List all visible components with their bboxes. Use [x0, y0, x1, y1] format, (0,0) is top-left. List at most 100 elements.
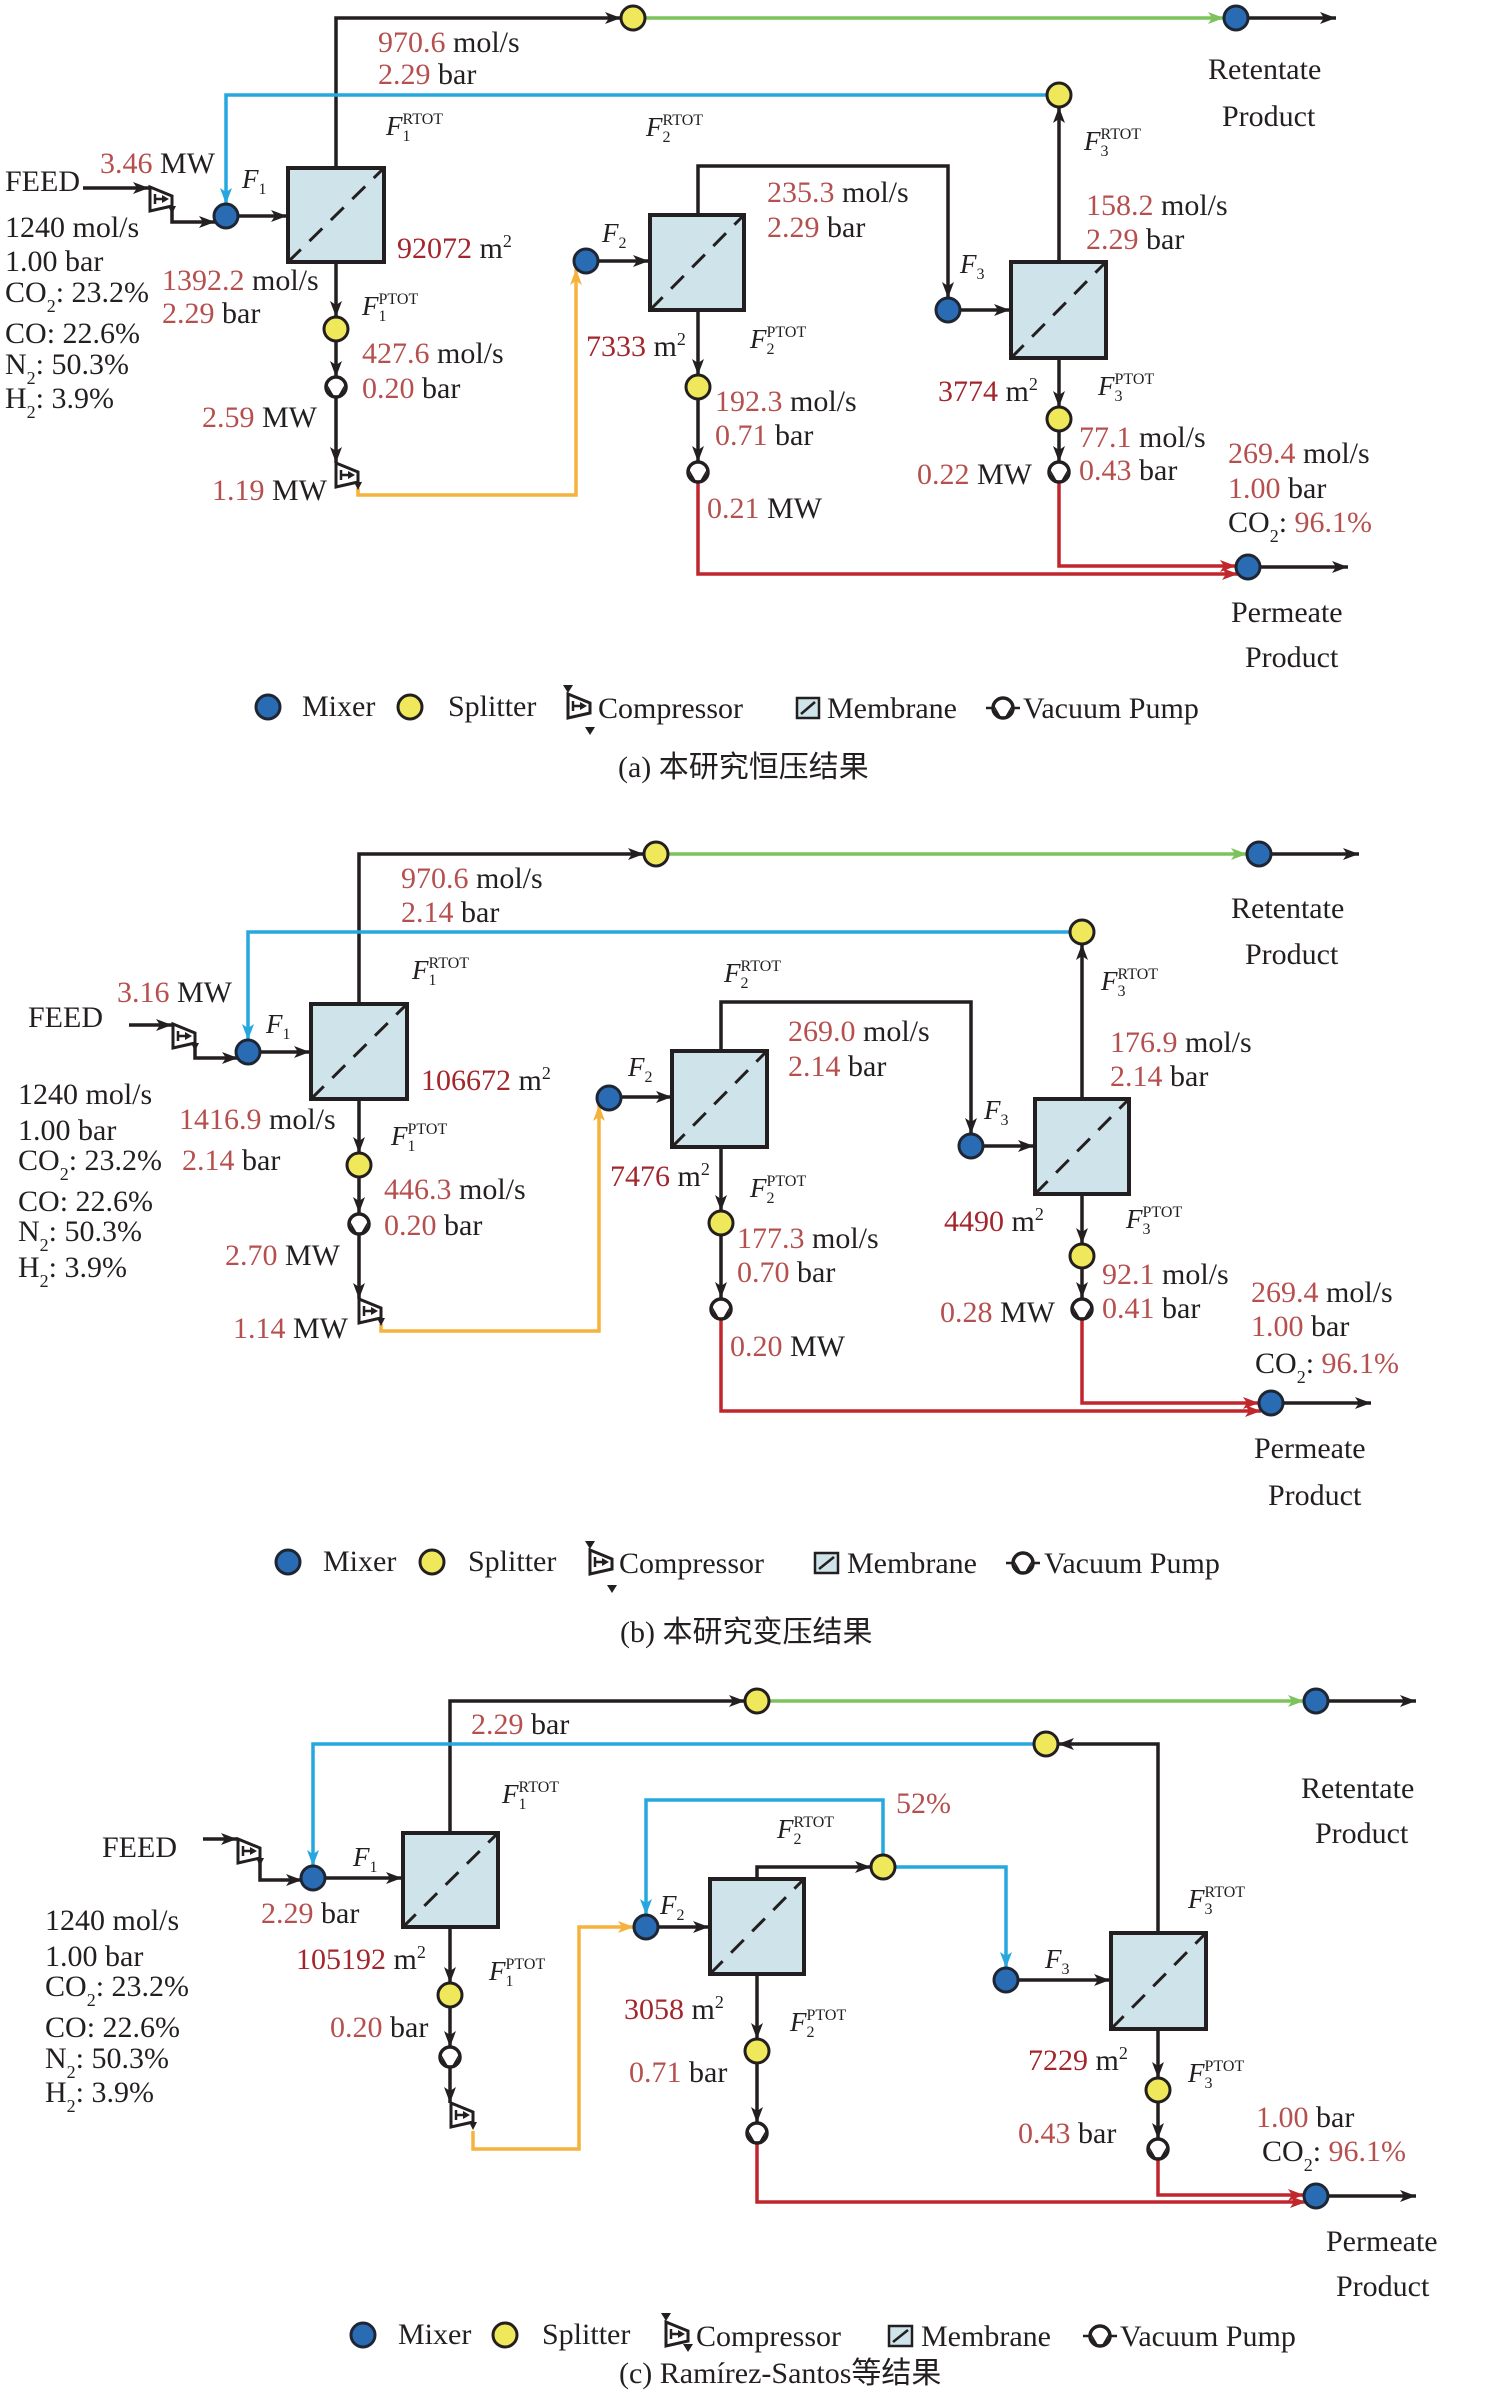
stage3-retentate-pressure: 2.14 bar — [1110, 1060, 1208, 1093]
legend-label: Vacuum Pump — [1044, 1547, 1220, 1580]
stream-superscript: RTOT — [663, 112, 704, 129]
vacuum-pump-2 — [686, 460, 710, 484]
species-subscript: 2 — [67, 2096, 76, 2116]
stream-label-f1: F1 — [265, 1009, 291, 1043]
pressure-value: 1.00 — [5, 245, 58, 278]
membrane-divider — [708, 1877, 806, 1976]
flow-unit: mol/s — [476, 862, 543, 895]
membrane3-area: 3774 m2 — [938, 374, 1038, 408]
membrane2-area: 7476 m2 — [610, 1159, 710, 1193]
species-subscript: 2 — [1270, 526, 1279, 546]
stage3-permeate-flow: 77.1 mol/s — [1079, 421, 1206, 454]
species: N — [45, 2042, 67, 2075]
pressure-unit: bar — [242, 1144, 280, 1177]
stage1-permeate-pressure: 0.20 bar — [362, 372, 460, 405]
recompressor — [334, 460, 362, 490]
permeate-product-pressure: 1.00 bar — [1228, 472, 1326, 505]
stream-label-f2-rtot: F2RTOT — [723, 958, 781, 992]
stream-index: 1 — [379, 308, 387, 325]
separator: : — [69, 1144, 77, 1177]
permeate-product-flow: 269.4 mol/s — [1228, 437, 1370, 470]
permeate-product-label-line1: Permeate — [1254, 1432, 1366, 1465]
stream-superscript: RTOT — [429, 955, 470, 972]
pump-impeller — [748, 2130, 766, 2142]
stream-index: 1 — [370, 1859, 378, 1876]
stream-symbol: F — [1100, 966, 1118, 996]
feed-label: FEED — [5, 165, 80, 198]
stage1-permeate-pressure: 0.20 bar — [384, 1209, 482, 1242]
stream-label-f1-ptot: F1PTOT — [361, 291, 418, 325]
stream-symbol: F — [789, 2007, 807, 2037]
compressed-feed-line — [170, 206, 215, 228]
legend-item-membrane: Membrane — [887, 2320, 1051, 2353]
stream-index: 1 — [408, 1138, 416, 1155]
pressure-value: 1.00 — [1228, 472, 1281, 505]
stream-index: 3 — [1062, 1961, 1070, 1978]
flow-value: 269.4 — [1251, 1276, 1319, 1309]
membrane-divider — [1009, 260, 1108, 360]
membrane-module — [1109, 1931, 1208, 2031]
compressed-feed-line — [258, 1858, 302, 1886]
species: CO — [5, 276, 47, 309]
stage3-mixer — [934, 296, 962, 324]
stage1-mixer — [212, 202, 240, 230]
pressure-value: 2.29 — [261, 1897, 314, 1930]
separator: : — [49, 1251, 57, 1284]
legend-item-vacuum-pump: Vacuum Pump — [986, 692, 1199, 725]
stage3-permeate-splitter — [1068, 1242, 1096, 1270]
stream-index: 2 — [767, 1190, 775, 1207]
species: CO — [1228, 506, 1270, 539]
legend-label: Compressor — [619, 1547, 764, 1580]
vacuum-pump-3 — [1070, 1297, 1094, 1321]
stream-symbol: F — [1083, 126, 1101, 156]
stream-symbol: F — [1187, 2058, 1205, 2088]
flow-value: 192.3 — [715, 385, 783, 418]
species-subscript: 2 — [1304, 2155, 1313, 2175]
power-unit: MW — [977, 458, 1033, 491]
stream-index: 3 — [977, 266, 985, 283]
stream-label-f3: F3 — [959, 249, 985, 283]
retentate-product-label-line1: Retentate — [1208, 53, 1321, 86]
feed-flow: 1240 mol/s — [45, 1904, 179, 1937]
flow-value: 177.3 — [737, 1222, 805, 1255]
splitter-icon — [396, 693, 424, 721]
pressure-value: 1.00 — [1251, 1310, 1304, 1343]
feed-composition-n2: N2: 50.3% — [45, 2042, 169, 2082]
stage2-permeate-pressure: 0.70 bar — [737, 1256, 835, 1289]
flow-unit: mol/s — [252, 264, 319, 297]
area-unit: m — [692, 1993, 715, 2026]
pressure-value: 0.71 — [629, 2056, 682, 2089]
stream-superscript: RTOT — [794, 1814, 835, 1831]
panel-caption: (b) 本研究变压结果 — [620, 1616, 872, 1649]
stream-symbol: F — [361, 291, 379, 321]
recompressed-permeate-line — [471, 1921, 634, 2151]
pump-casing — [709, 1297, 733, 1321]
feed-compressor — [236, 1836, 264, 1866]
power-value: 3.46 — [100, 147, 153, 180]
legend-label: Mixer — [398, 2318, 471, 2351]
membrane-icon — [813, 1551, 840, 1575]
pump-casing — [1047, 460, 1071, 484]
membrane2-area: 7333 m2 — [586, 329, 686, 363]
stage3-retentate-flow: 176.9 mol/s — [1110, 1026, 1252, 1059]
stream-superscript: PTOT — [767, 324, 807, 341]
fraction: 22.6% — [76, 1185, 154, 1218]
panel-caption: (a) 本研究恒压结果 — [618, 751, 869, 784]
membrane2-area: 3058 m2 — [624, 1992, 724, 2026]
flow-unit: mol/s — [1326, 1276, 1393, 1309]
stream-label-f1: F1 — [241, 164, 267, 198]
compressor-arrowhead — [348, 471, 362, 490]
stream-superscript: RTOT — [1205, 1884, 1246, 1901]
stage1-inlet-flow: 1416.9 mol/s — [179, 1103, 336, 1136]
membrane-1 — [286, 166, 386, 264]
species-subscript: 2 — [47, 296, 56, 316]
recycle-line — [220, 93, 1047, 204]
area-value: 7229 — [1028, 2044, 1088, 2077]
recycle-line — [242, 930, 1070, 1040]
membrane1-area: 92072 m2 — [397, 231, 512, 265]
pressure-value: 2.14 — [788, 1050, 841, 1083]
power-unit: MW — [262, 401, 318, 434]
separator: : — [36, 348, 44, 381]
compressor-icon-arrows — [585, 1541, 617, 1593]
species: CO — [5, 317, 47, 350]
